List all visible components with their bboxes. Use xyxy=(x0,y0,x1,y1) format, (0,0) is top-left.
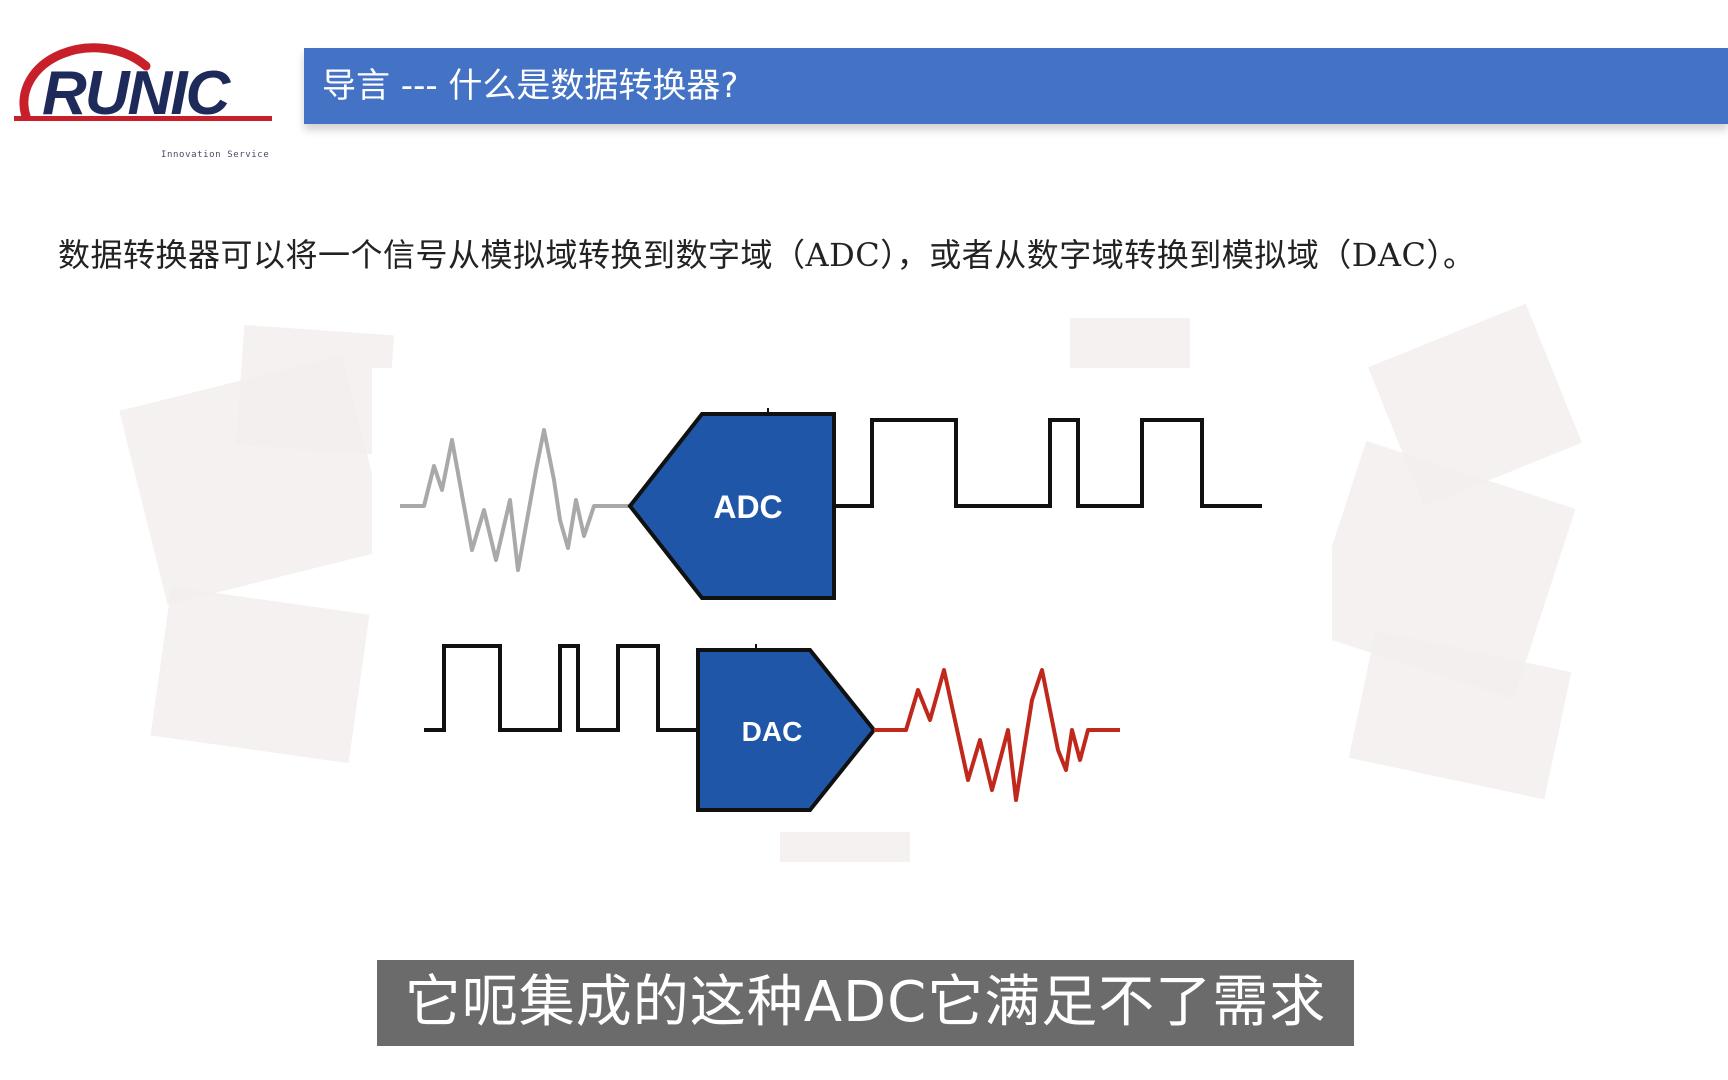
dac-analog-output-wave xyxy=(874,668,1120,802)
dac-block xyxy=(696,648,877,812)
title-bar: 导言 --- 什么是数据转换器? xyxy=(304,48,1728,124)
page-title: 导言 --- 什么是数据转换器? xyxy=(322,66,739,106)
logo-tagline: Innovation Service xyxy=(161,150,270,160)
bg-tile xyxy=(1070,318,1190,368)
logo-text: RUNIC xyxy=(42,59,232,128)
runic-logo: RUNIC Innovation Service xyxy=(6,26,276,160)
bg-tile xyxy=(1348,630,1572,800)
adc-analog-input-wave xyxy=(400,428,630,572)
converter-diagram: ADC DAC xyxy=(372,368,1332,824)
runic-logo-icon: RUNIC xyxy=(14,43,272,128)
adc-digital-output-wave xyxy=(834,418,1262,508)
subtitle-text: 它呃集成的这种ADC它满足不了需求 xyxy=(404,970,1327,1035)
video-subtitle: 它呃集成的这种ADC它满足不了需求 xyxy=(377,960,1354,1046)
adc-label: ADC xyxy=(713,489,782,525)
dac-digital-input-wave xyxy=(424,644,698,732)
diagram-svg: ADC DAC xyxy=(400,408,1262,812)
dac-label: DAC xyxy=(742,716,803,747)
bg-tile xyxy=(150,586,370,764)
bg-tile xyxy=(235,324,395,456)
intro-text: 数据转换器可以将一个信号从模拟域转换到数字域（ADC），或者从数字域转换到模拟域… xyxy=(58,236,1476,274)
bg-tile xyxy=(780,832,910,862)
